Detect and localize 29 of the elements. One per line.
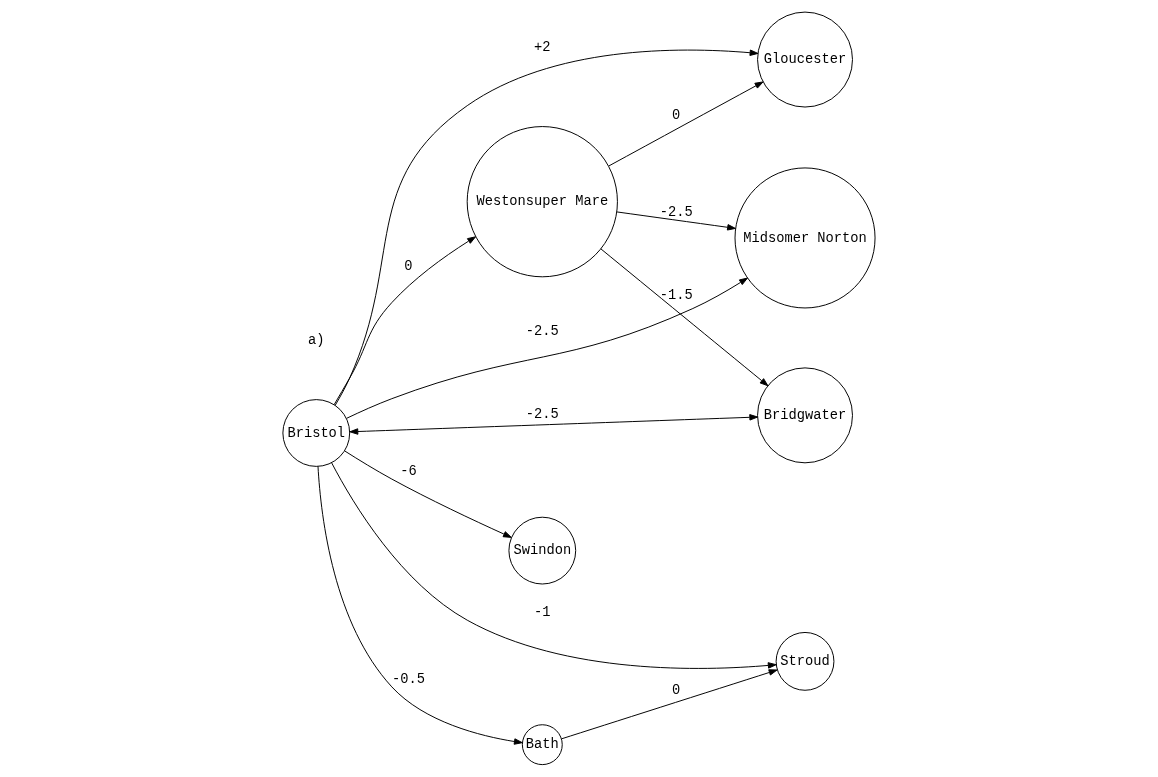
node-circle: Bristol: [282, 399, 351, 467]
node-circle: Swindon: [508, 516, 577, 585]
arrow: [317, 465, 523, 745]
arrow: [600, 248, 769, 387]
edge-label: -1.5: [659, 287, 693, 303]
edge-label: -1: [534, 605, 551, 621]
node-circle: Stroud: [775, 631, 835, 691]
edge-label: 0: [404, 258, 413, 274]
edge-label: 0: [672, 107, 681, 123]
edge-label: -2.5: [659, 204, 693, 220]
node-circle: Midsomer Norton: [734, 167, 876, 309]
arrow: [346, 277, 748, 419]
arrow: [334, 49, 759, 406]
arrow: [616, 211, 736, 231]
arrow: [333, 236, 476, 406]
edge-label: -0.5: [391, 672, 425, 688]
edge-label: -2.5: [525, 407, 559, 423]
arrow: [344, 450, 512, 538]
edge-label: +2: [534, 39, 551, 55]
arrow: [349, 414, 759, 435]
arrow: [331, 462, 777, 669]
edge-label: -2.5: [525, 324, 559, 340]
edge-label: -6: [400, 464, 417, 480]
arrow: [608, 81, 764, 167]
label: a): [308, 332, 325, 348]
node-circle: Bath: [521, 724, 563, 766]
edge-label: 0: [672, 682, 681, 698]
arrow: [561, 669, 778, 740]
node-circle: Gloucester: [757, 11, 853, 108]
